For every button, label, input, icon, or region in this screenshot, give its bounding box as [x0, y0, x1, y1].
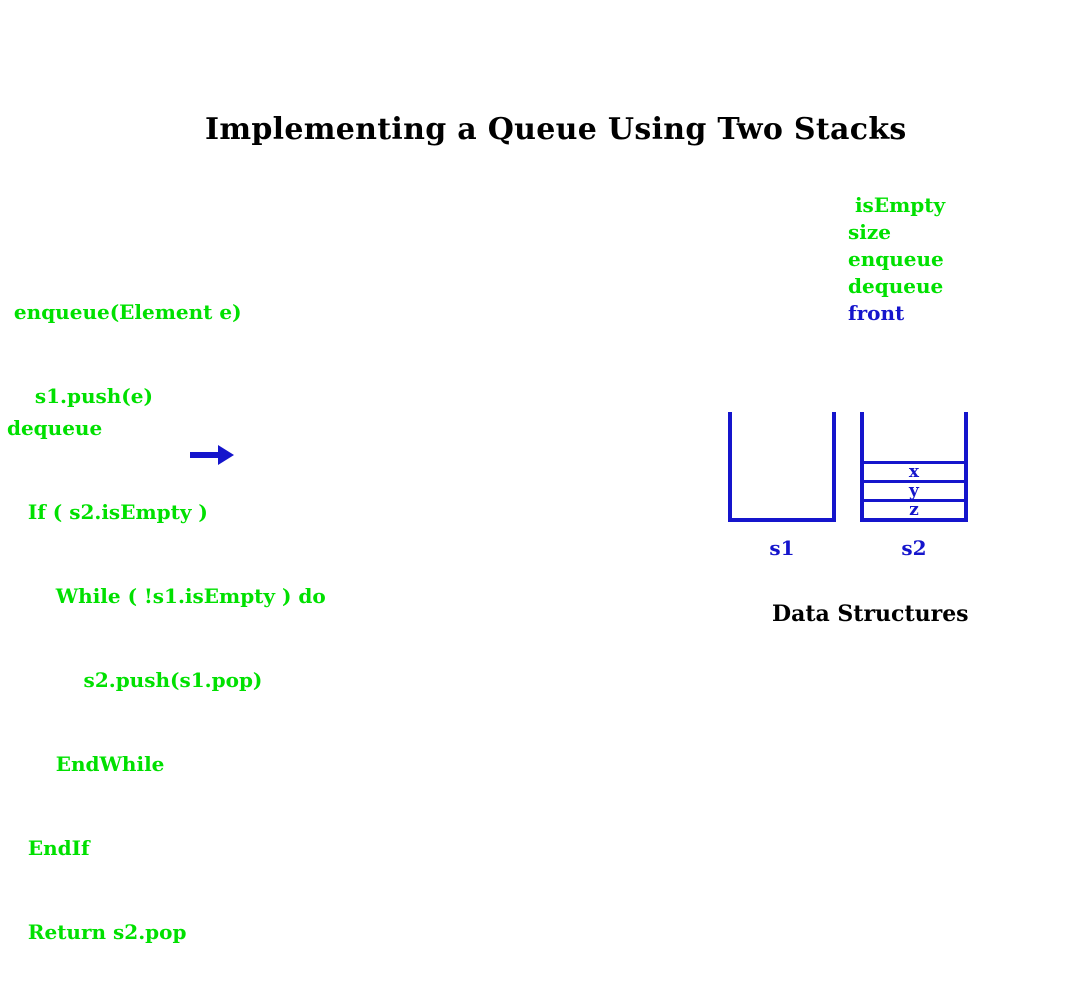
code-line: Return s2.pop — [0, 920, 187, 944]
code-line: s2.push(s1.pop) — [0, 668, 263, 692]
enqueue-pseudocode-block: enqueue(Element e) s1.push(e) — [0, 242, 660, 466]
page-title: Implementing a Queue Using Two Stacks — [205, 112, 907, 147]
code-line: While ( !s1.isEmpty ) do — [0, 584, 326, 608]
code-line: EndWhile — [0, 752, 165, 776]
stack-cell: y — [864, 480, 964, 500]
stack-diagram-area: s1 x y z s2 — [700, 400, 1030, 580]
method-item-size: size — [848, 220, 891, 244]
footer-label: Data Structures — [772, 601, 969, 627]
code-line: If ( s2.isEmpty ) — [0, 500, 208, 524]
stack-cell: z — [864, 499, 964, 519]
stack-s1 — [728, 412, 836, 522]
code-line: enqueue(Element e) — [0, 300, 242, 324]
stack-s2-cells: x y z — [864, 461, 964, 519]
method-item-dequeue: dequeue — [848, 274, 944, 298]
slide-canvas: Implementing a Queue Using Two Stacks en… — [0, 112, 1030, 944]
stack-s1-label: s1 — [769, 536, 795, 560]
code-line: dequeue — [0, 416, 103, 440]
stack-cell: x — [864, 461, 964, 481]
method-item-enqueue: enqueue — [848, 247, 944, 271]
stack-s2-label: s2 — [901, 536, 927, 560]
dequeue-pseudocode-block: dequeue If ( s2.isEmpty ) While ( !s1.is… — [0, 358, 660, 1002]
method-item-isempty: isEmpty — [848, 193, 946, 217]
queue-method-list: isEmpty size enqueue dequeue front — [848, 192, 945, 327]
method-item-front: front — [848, 301, 905, 325]
code-line: s1.push(e) — [0, 384, 153, 408]
arrow-right-icon — [188, 442, 236, 468]
code-line: EndIf — [0, 836, 90, 860]
stack-s2: x y z — [860, 412, 968, 522]
